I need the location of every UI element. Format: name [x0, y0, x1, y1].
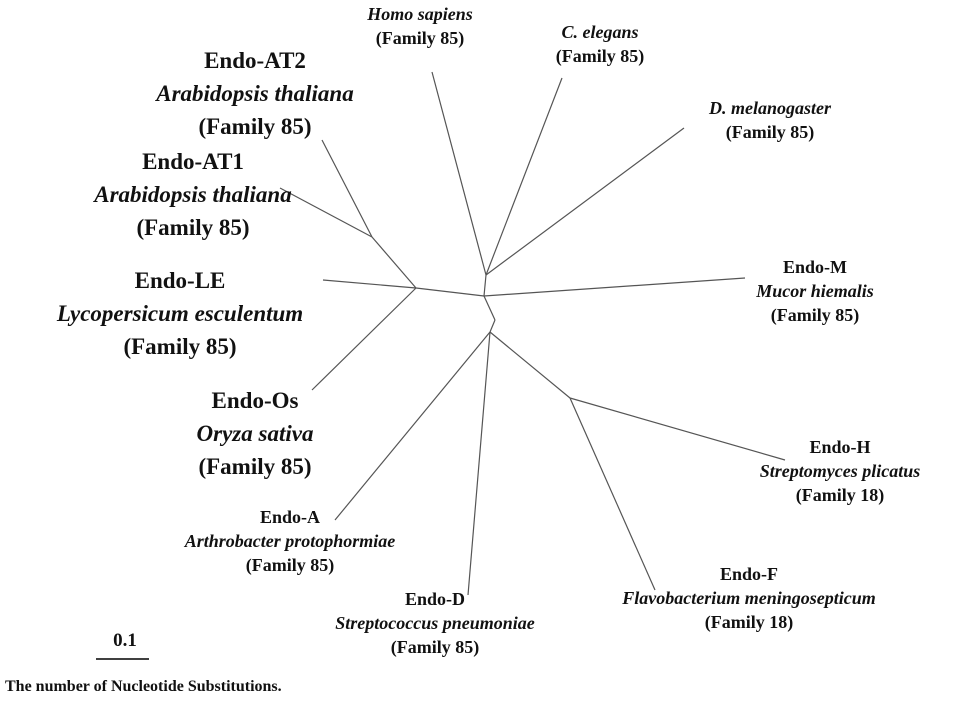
label-endo-os: Endo-Os Oryza sativa (Family 85) — [150, 384, 360, 483]
branch-endo-f — [569, 397, 656, 591]
species-name: Streptomyces plicatus — [759, 461, 921, 481]
internal-branch — [415, 287, 485, 297]
family-label: (Family 85) — [198, 454, 312, 479]
species-name: Homo sapiens — [367, 4, 473, 24]
enzyme-name: Endo-F — [719, 564, 779, 584]
branch-endo-a — [334, 331, 491, 521]
label-endo-h: Endo-H Streptomyces plicatus (Family 18) — [720, 435, 955, 507]
internal-branch — [371, 236, 417, 289]
species-name: Arabidopsis thaliana — [94, 182, 292, 207]
enzyme-name: Endo-M — [782, 257, 847, 277]
species-name: Streptococcus pneumoniae — [335, 613, 535, 633]
enzyme-name: Endo-AT2 — [204, 48, 306, 73]
branch-endo-os — [311, 287, 417, 391]
scale-bar-label: 0.1 — [113, 630, 137, 651]
label-d-melanogaster: D. melanogaster (Family 85) — [680, 96, 860, 144]
branch-homo-sapiens — [431, 71, 487, 276]
family-label: (Family 85) — [390, 637, 480, 657]
species-name: Oryza sativa — [196, 421, 314, 446]
family-label: (Family 85) — [555, 46, 645, 66]
enzyme-name: Endo-LE — [134, 268, 226, 293]
label-c-elegans: C. elegans (Family 85) — [525, 20, 675, 68]
branch-d-melanogaster — [485, 127, 685, 276]
branch-endo-m — [483, 277, 746, 297]
species-name: D. melanogaster — [708, 98, 831, 118]
family-label: (Family 18) — [704, 612, 794, 632]
family-label: (Family 85) — [770, 305, 860, 325]
branch-c-elegans — [485, 77, 563, 276]
internal-branch — [489, 319, 496, 333]
label-endo-d: Endo-D Streptococcus pneumoniae (Family … — [285, 587, 585, 659]
label-endo-le: Endo-LE Lycopersicum esculentum (Family … — [15, 264, 345, 363]
branch-endo-le — [322, 279, 417, 289]
branch-endo-h — [569, 397, 786, 461]
internal-branch — [483, 295, 496, 321]
species-name: Flavobacterium meningosepticum — [622, 588, 876, 608]
family-label: (Family 85) — [725, 122, 815, 142]
branch-endo-d — [467, 331, 491, 596]
internal-branch — [483, 274, 487, 297]
family-label: (Family 18) — [795, 485, 885, 505]
family-label: (Family 85) — [245, 555, 335, 575]
label-endo-at2: Endo-AT2 Arabidopsis thaliana (Family 85… — [100, 44, 410, 143]
family-label: (Family 85) — [123, 334, 237, 359]
species-name: Mucor hiemalis — [756, 281, 874, 301]
label-endo-a: Endo-A Arthrobacter protophormiae (Famil… — [140, 505, 440, 577]
enzyme-name: Endo-D — [404, 589, 466, 609]
species-name: Arabidopsis thaliana — [156, 81, 354, 106]
enzyme-name: Endo-H — [809, 437, 871, 457]
species-name: C. elegans — [561, 22, 639, 42]
label-endo-at1: Endo-AT1 Arabidopsis thaliana (Family 85… — [38, 145, 348, 244]
species-name: Arthrobacter protophormiae — [184, 531, 396, 551]
enzyme-name: Endo-A — [259, 507, 321, 527]
internal-branch — [489, 331, 571, 399]
enzyme-name: Endo-AT1 — [142, 149, 244, 174]
figure-caption: The number of Nucleotide Substitutions. — [5, 678, 282, 695]
branch-endo-at1 — [279, 187, 373, 238]
species-name: Lycopersicum esculentum — [56, 301, 304, 326]
label-endo-m: Endo-M Mucor hiemalis (Family 85) — [715, 255, 915, 327]
label-endo-f: Endo-F Flavobacterium meningosepticum (F… — [565, 562, 933, 634]
label-homo-sapiens: Homo sapiens (Family 85) — [345, 2, 495, 50]
family-label: (Family 85) — [198, 114, 312, 139]
enzyme-name: Endo-Os — [211, 388, 299, 413]
family-label: (Family 85) — [136, 215, 250, 240]
family-label: (Family 85) — [375, 28, 465, 48]
branch-endo-at2 — [321, 139, 373, 238]
